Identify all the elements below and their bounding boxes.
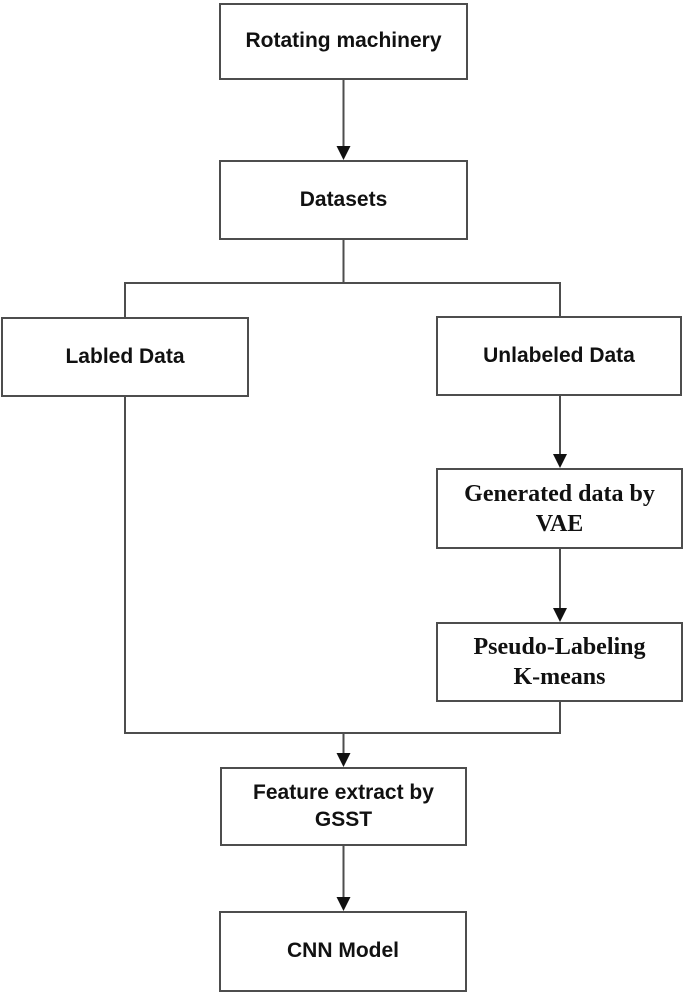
edge-feature-extract-to-cnn-model	[336, 846, 351, 911]
node-unlabeled-data-label: Unlabeled Data	[483, 343, 635, 367]
arrowhead-down-icon	[336, 897, 351, 911]
node-generated-data-by-vae: Generated data by VAE	[436, 468, 683, 549]
node-labled-data-label: Labled Data	[65, 344, 185, 368]
node-datasets: Datasets	[219, 160, 468, 240]
node-rotating-machinery: Rotating machinery	[219, 3, 468, 80]
edge-rotating-machinery-to-datasets	[336, 80, 351, 160]
node-feature-extract-by-gsst: Feature extract by GSST	[220, 767, 467, 846]
node-pseudo-labeling-kmeans: Pseudo-Labeling K-means	[436, 622, 683, 702]
edge-datasets-branch-split	[124, 240, 561, 317]
node-labled-data: Labled Data	[1, 317, 249, 397]
node-pseudo-labeling-kmeans-label: Pseudo-Labeling K-means	[473, 634, 646, 690]
arrowhead-down-icon	[553, 608, 567, 622]
node-cnn-model-label: CNN Model	[287, 939, 399, 963]
node-cnn-model: CNN Model	[219, 911, 467, 992]
node-unlabeled-data: Unlabeled Data	[436, 316, 682, 396]
arrowhead-down-icon	[336, 146, 351, 160]
arrowhead-down-icon	[553, 454, 567, 468]
node-datasets-label: Datasets	[299, 187, 388, 211]
arrowhead-down-icon	[336, 753, 351, 767]
edge-unlabeled-data-to-generated-vae	[553, 396, 567, 468]
edge-merge-to-feature-extract	[124, 397, 561, 767]
node-rotating-machinery-label: Rotating machinery	[245, 29, 442, 53]
edge-generated-vae-to-pseudo-labeling	[553, 549, 567, 622]
node-generated-data-by-vae-label: Generated data by VAE	[464, 480, 655, 537]
node-feature-extract-by-gsst-label: Feature extract by GSST	[253, 781, 434, 831]
